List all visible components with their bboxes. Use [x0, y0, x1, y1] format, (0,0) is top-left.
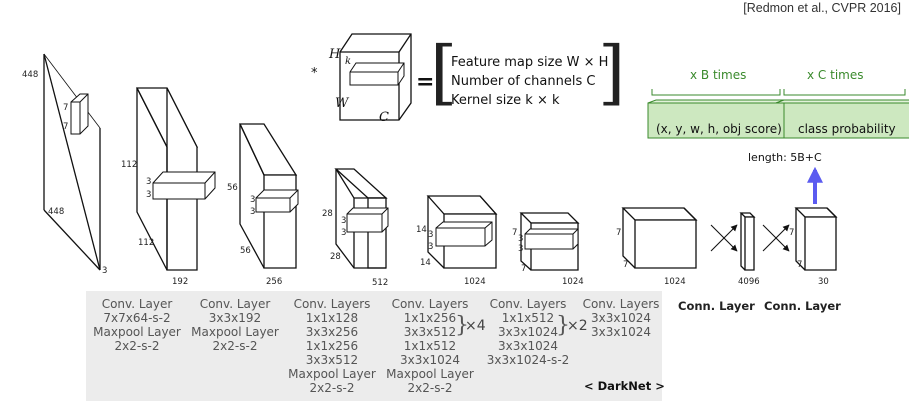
convolution-star: *: [311, 66, 318, 81]
output-block: [794, 207, 838, 271]
b2-size-side: 56: [240, 246, 251, 256]
legend-cube: [339, 33, 412, 121]
b5-size-side: 7: [521, 264, 527, 274]
cube-label-h: H: [329, 47, 341, 62]
caption-layer-8: Conn. Layer: [764, 299, 841, 313]
brace-layer-5: }: [556, 313, 570, 338]
caption-layer-7: Conn. Layer: [678, 299, 755, 313]
cube-label-c: C: [379, 110, 389, 125]
b2-size-top: 56: [227, 183, 238, 193]
b2-depth: 256: [266, 277, 283, 287]
fc-depth: 4096: [738, 277, 760, 287]
b5-kernel-1: 3: [518, 234, 524, 244]
input-size-top: 448: [22, 70, 39, 80]
b1-size-side: 112: [138, 238, 155, 248]
block-7a: [519, 212, 580, 271]
legend-bracket-left: [: [430, 31, 458, 113]
out-size-top: 7: [789, 228, 795, 238]
b5-depth: 1024: [562, 277, 584, 287]
caption-layer-5: Conv. Layers 1x1x512 3x3x1024 3x3x1024 3…: [486, 297, 570, 367]
legend-kernel-size: Kernel size k × k: [451, 93, 560, 108]
b3-depth: 512: [372, 278, 389, 288]
b6-size-side: 7: [623, 260, 629, 270]
class-part-label: class probability: [798, 122, 896, 136]
input-depth: 3: [102, 266, 108, 276]
b4-size-side: 14: [420, 258, 431, 268]
box-part-label: (x, y, w, h, obj score): [656, 122, 782, 136]
input-size-side: 448: [48, 207, 65, 217]
b4-kernel-1: 3: [428, 230, 434, 240]
input-kernel-2: 7: [63, 122, 69, 132]
block-112: [135, 87, 216, 271]
repeat-x4: ×4: [465, 318, 486, 334]
b1-size-top: 112: [121, 160, 138, 170]
b1-depth: 192: [172, 277, 189, 287]
input-block: [43, 53, 101, 271]
b3-kernel-1: 3: [341, 216, 347, 226]
output-vector: [647, 89, 909, 139]
legend-bracket-right: ]: [598, 31, 626, 113]
block-56: [238, 123, 299, 269]
citation: [Redmon et al., CVPR 2016]: [743, 1, 901, 15]
b-times-label: x B times: [690, 68, 747, 82]
darknet-panel: [86, 291, 662, 401]
equals-sign: =: [416, 69, 435, 95]
fc-4096-block: [739, 212, 756, 271]
c-times-label: x C times: [807, 68, 864, 82]
b3-size-side: 28: [330, 252, 341, 262]
length-label: length: 5B+C: [748, 151, 822, 164]
brace-layer-4: }: [455, 313, 469, 338]
darknet-label: < DarkNet >: [584, 379, 665, 393]
b4-size-top: 14: [416, 225, 427, 235]
input-kernel-1: 7: [63, 103, 69, 113]
b1-kernel-1: 3: [146, 177, 152, 187]
legend-feature-map-size: Feature map size W × H: [451, 55, 609, 70]
b2-kernel-2: 3: [250, 207, 256, 217]
b5-kernel-2: 3: [518, 244, 524, 254]
b1-kernel-2: 3: [146, 190, 152, 200]
cube-label-w: W: [335, 96, 349, 111]
block-28: [334, 168, 389, 269]
repeat-x2: ×2: [567, 318, 588, 334]
fc-connection-1: [710, 224, 738, 252]
block-7b: [621, 207, 698, 269]
b4-kernel-2: 3: [428, 242, 434, 252]
fc-connection-2: [762, 224, 790, 252]
caption-layer-6: Conv. Layers 3x3x1024 3x3x1024: [582, 297, 660, 339]
b4-depth: 1024: [464, 277, 486, 287]
b6-depth: 1024: [664, 277, 686, 287]
legend-channels: Number of channels C: [451, 74, 596, 89]
caption-layer-4: Conv. Layers 1x1x256 3x3x512 1x1x512 3x3…: [386, 297, 474, 395]
out-size-side: 7: [797, 260, 803, 270]
b3-kernel-2: 3: [341, 228, 347, 238]
b2-kernel-1: 3: [250, 195, 256, 205]
caption-layer-2: Conv. Layer 3x3x192 Maxpool Layer 2x2-s-…: [191, 297, 279, 353]
out-depth: 30: [818, 277, 829, 287]
cube-label-k: k: [345, 56, 352, 67]
block-14: [426, 195, 498, 269]
caption-layer-1: Conv. Layer 7x7x64-s-2 Maxpool Layer 2x2…: [93, 297, 181, 353]
b3-size-top: 28: [322, 209, 333, 219]
caption-layer-3: Conv. Layers 1x1x128 3x3x256 1x1x256 3x3…: [288, 297, 376, 395]
b5-size-top: 7: [512, 228, 518, 238]
b6-size-top: 7: [616, 228, 622, 238]
